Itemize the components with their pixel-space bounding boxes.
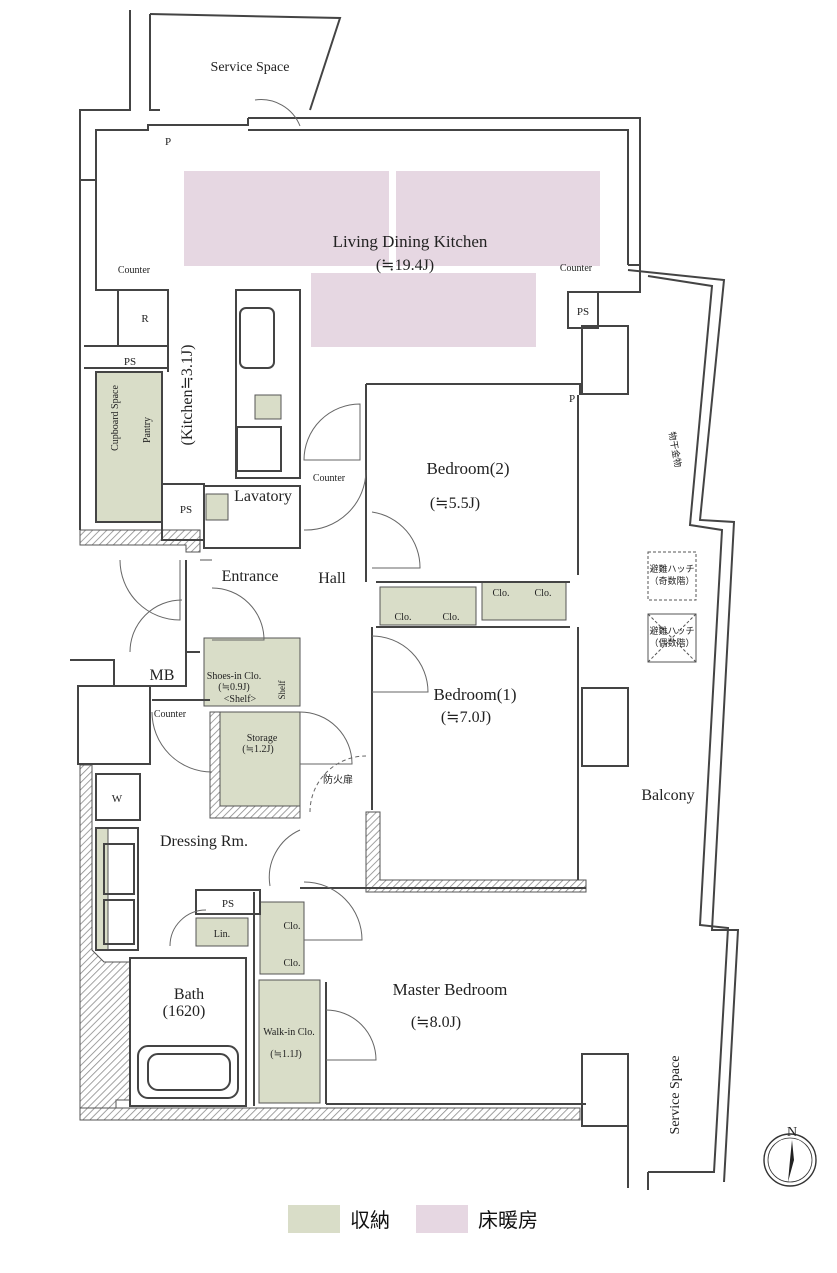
legend-floor-heating-swatch (416, 1204, 468, 1233)
ps-kitchen: PS (124, 356, 136, 368)
walkin-size: (≒1.1J) (270, 1049, 301, 1060)
walkin-label: Walk-in Clo. (263, 1027, 314, 1038)
ldk-size: (≒19.4J) (376, 257, 434, 274)
legend-floor-heating: 床暖房 (416, 1204, 538, 1233)
storage-label: Storage (247, 733, 278, 744)
master-bedroom-name: Master Bedroom (393, 980, 508, 999)
legend-floor-heating-label: 床暖房 (478, 1208, 538, 1232)
counter-left: Counter (118, 265, 151, 276)
ps-bath: PS (222, 898, 234, 910)
balcony-label: Balcony (641, 787, 694, 804)
r-fridge: R (141, 313, 149, 325)
legend-storage-swatch (288, 1204, 340, 1233)
entrance-label: Entrance (222, 568, 279, 585)
hatch-even-sub: （偶数階） (649, 637, 694, 648)
master-bedroom-size: (≒8.0J) (411, 1014, 461, 1031)
floor-plan: Living Dining Kitchen (≒19.4J) (Kitchen≒… (70, 10, 817, 1190)
hatch-odd-sub: （奇数階） (649, 575, 694, 586)
shoes-clo-label: Shoes-in Clo. (207, 671, 261, 682)
counter-hall: Counter (313, 473, 346, 484)
legend-storage-label: 収納 (350, 1208, 390, 1232)
walls (70, 10, 740, 1190)
dressing-label: Dressing Rm. (160, 833, 248, 850)
drying-hardware: 物干金物 (667, 431, 684, 468)
counter-dressing: Counter (154, 709, 187, 720)
lavatory-label: Lavatory (234, 488, 292, 505)
fire-door-label: 防火扉 (323, 773, 353, 786)
closet-1: Clo. (395, 612, 412, 623)
north-compass: N (763, 1125, 817, 1187)
door-swings (119, 99, 429, 1061)
pantry-label: Pantry (142, 417, 153, 443)
bath-name: Bath (174, 986, 204, 1003)
closet-3: Clo. (493, 588, 510, 599)
closet-4: Clo. (535, 588, 552, 599)
shoes-clo-size: (≒0.9J) (218, 682, 249, 693)
service-space-top: Service Space (211, 60, 290, 75)
hatched-walls (79, 529, 587, 1121)
p-right: P (569, 393, 575, 405)
closet-5: Clo. (284, 921, 301, 932)
shelf-a-label: <Shelf> (224, 694, 257, 705)
bedroom1-size: (≒7.0J) (441, 709, 491, 726)
compass-north: N (787, 1125, 797, 1140)
cupboard-label: Cupboard Space (110, 385, 121, 451)
floor-heating-zones (184, 171, 600, 347)
closet-2: Clo. (443, 612, 460, 623)
hall-label: Hall (318, 570, 346, 587)
shelf-b-label: Shelf (277, 680, 287, 699)
ps-right: PS (577, 306, 589, 318)
w-washer: W (112, 793, 123, 805)
mb-label: MB (150, 667, 175, 684)
linen-label: Lin. (214, 929, 230, 940)
service-space-bottom: Service Space (668, 1056, 683, 1135)
hatch-even-label: 避難ハッチ (649, 625, 694, 636)
ldk-name: Living Dining Kitchen (333, 232, 488, 251)
kitchen-size: (Kitchen≒3.1J) (179, 345, 196, 446)
bedroom1-name: Bedroom(1) (433, 685, 516, 704)
hatch-odd-label: 避難ハッチ (649, 563, 694, 574)
legend-storage: 収納 (288, 1204, 390, 1233)
bath-size: (1620) (163, 1003, 206, 1020)
closet-6: Clo. (284, 958, 301, 969)
ps-lavatory: PS (180, 504, 192, 516)
escape-hatches (647, 551, 697, 663)
p-top: P (165, 136, 171, 148)
bedroom2-name: Bedroom(2) (426, 459, 509, 478)
legend: 収納 床暖房 (288, 1204, 564, 1233)
storage-size: (≒1.2J) (242, 744, 273, 755)
bedroom2-size: (≒5.5J) (430, 495, 480, 512)
counter-right: Counter (560, 263, 593, 274)
